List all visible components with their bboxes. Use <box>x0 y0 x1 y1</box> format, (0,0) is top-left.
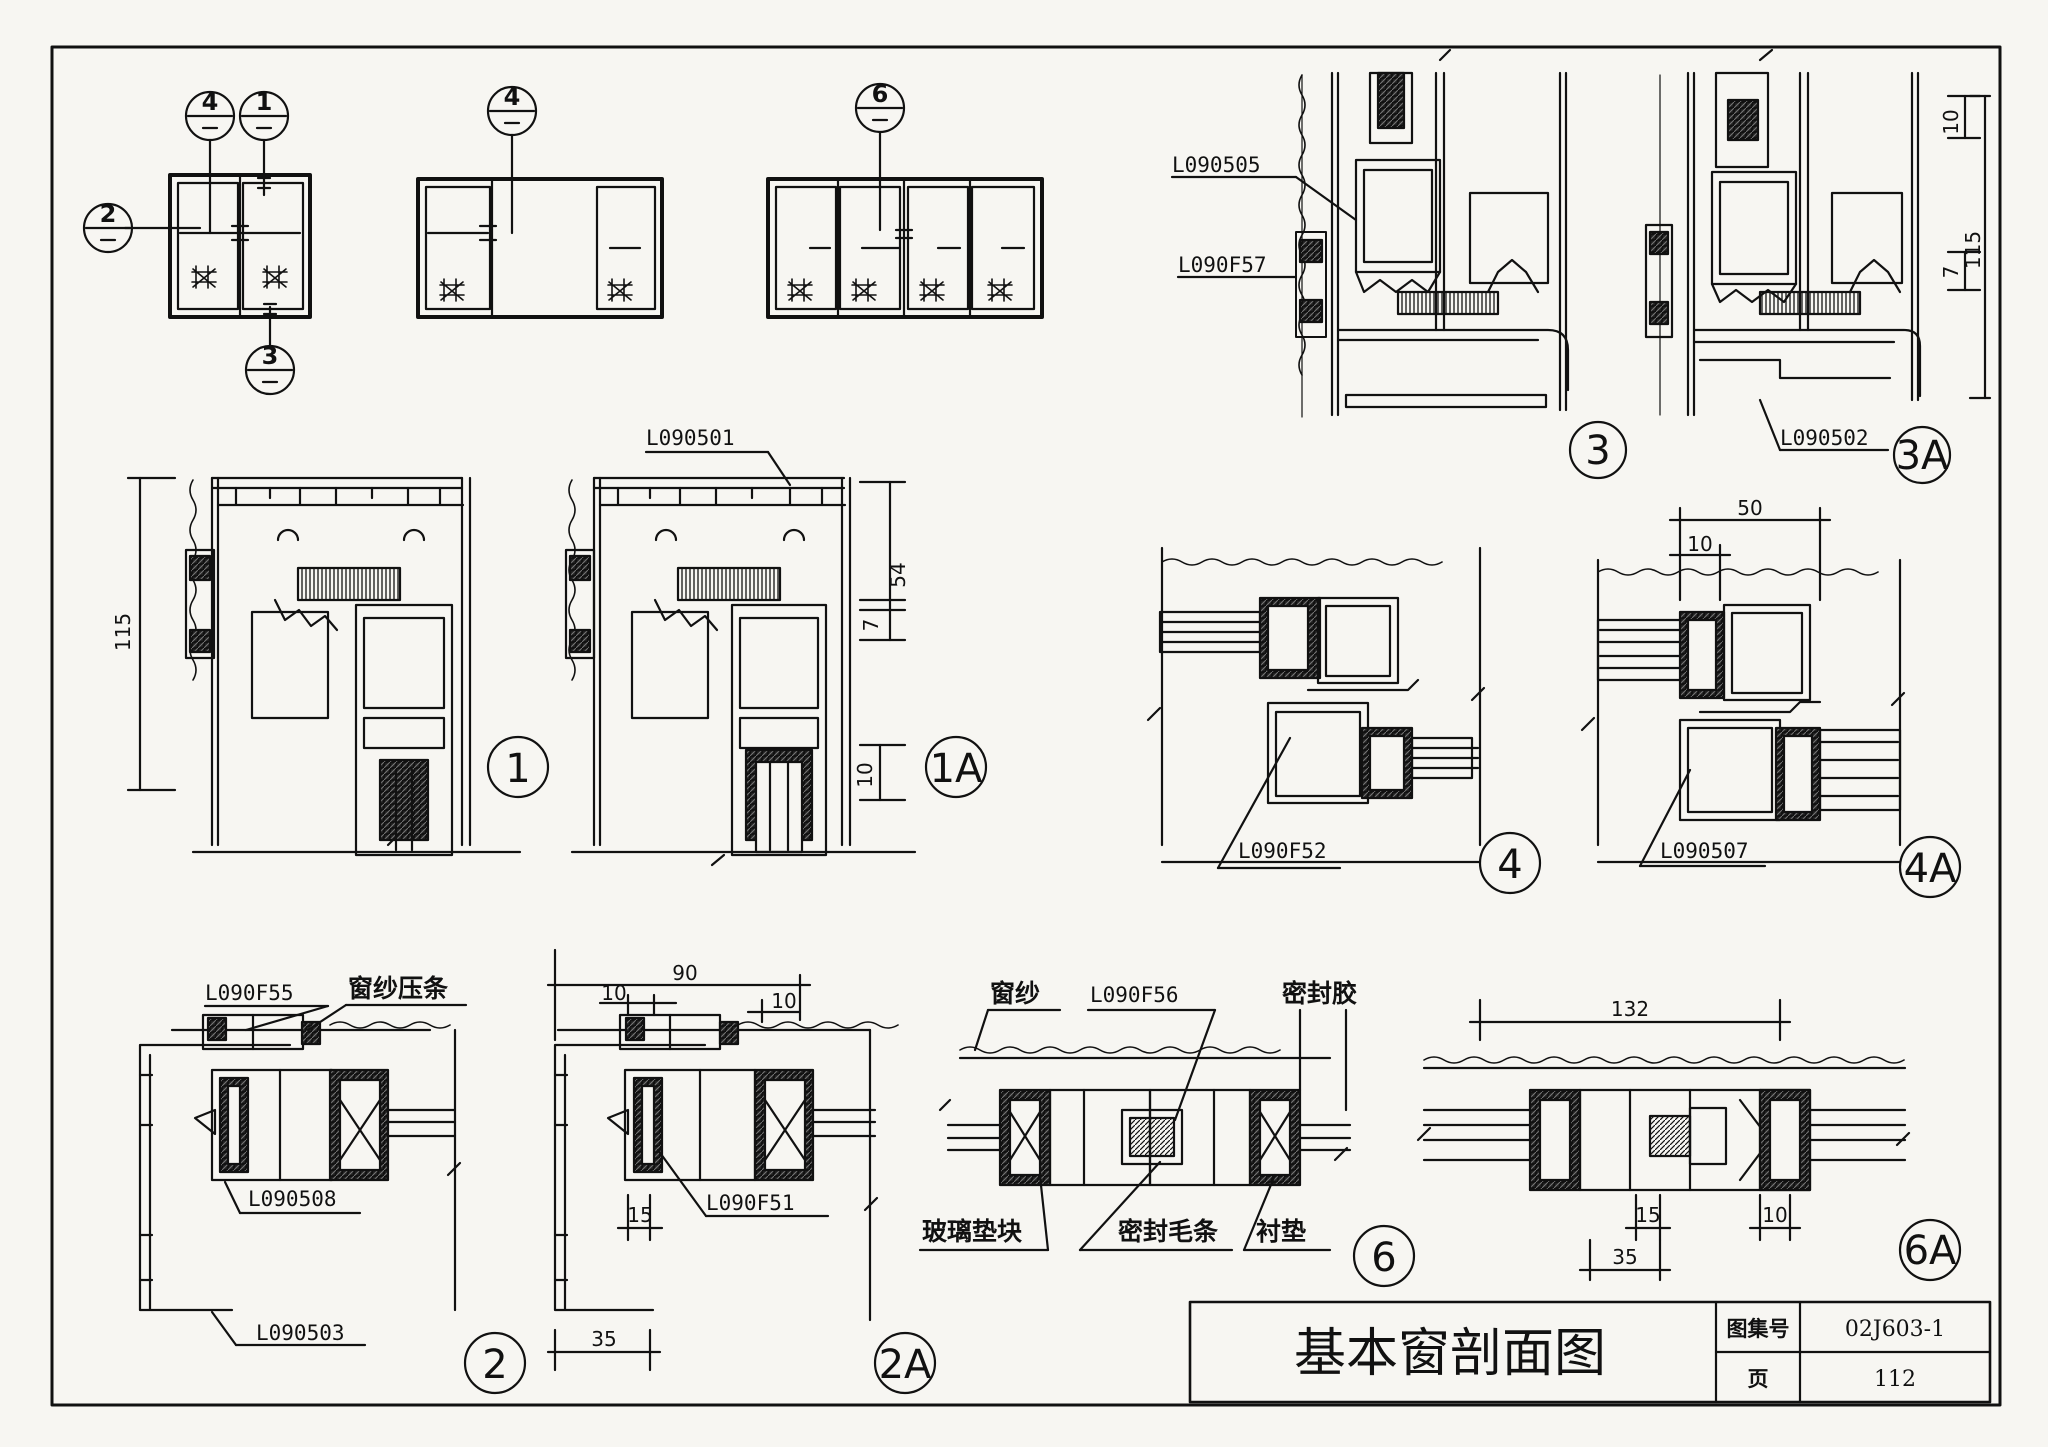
dim-10-6a: 10 <box>1762 1203 1787 1227</box>
svg-text:2A: 2A <box>879 1342 932 1388</box>
section-marker-4b: 4 <box>488 83 536 135</box>
elevation-c <box>768 132 1042 317</box>
section-label-4a: 4A <box>1900 837 1960 897</box>
section-label-3: 3 <box>1570 422 1626 478</box>
section-label-1a: 1A <box>926 737 986 797</box>
dim-10-2a-b: 10 <box>771 989 796 1013</box>
label-glass-block: 玻璃垫块 <box>922 1217 1022 1246</box>
section-6a-detail <box>1418 1000 1909 1280</box>
label-sealant: 密封胶 <box>1282 979 1357 1008</box>
dim-7-1a: 7 <box>859 619 883 632</box>
svg-text:4: 4 <box>504 83 521 111</box>
svg-text:1: 1 <box>256 88 273 116</box>
section-6-detail <box>940 1047 1350 1185</box>
dim-50-4a: 50 <box>1737 496 1762 520</box>
svg-text:6: 6 <box>1371 1235 1396 1281</box>
section-label-2: 2 <box>465 1333 525 1393</box>
dim-15-2a: 15 <box>627 1203 652 1227</box>
dim-35-2a: 35 <box>591 1327 616 1351</box>
drawing-title: 基本窗剖面图 <box>1294 1324 1606 1384</box>
svg-text:1: 1 <box>505 746 530 792</box>
dim-10-1a: 10 <box>853 762 877 787</box>
elevation-a <box>125 140 310 345</box>
section-1a-detail <box>566 478 915 865</box>
section-label-6a: 6A <box>1900 1220 1960 1280</box>
svg-text:6: 6 <box>872 80 889 108</box>
label-brush-strip: 密封毛条 <box>1118 1217 1219 1246</box>
dim-115-3a: 115 <box>1961 231 1985 269</box>
title-block <box>1190 1302 1990 1402</box>
page-number: 112 <box>1874 1367 1916 1392</box>
dim-10-3a: 10 <box>1939 109 1963 134</box>
section-marker-6: 6 <box>856 80 904 132</box>
label-l090f55: L090F55 <box>205 981 294 1005</box>
svg-text:4: 4 <box>1497 842 1522 888</box>
section-2a-detail <box>548 950 898 1370</box>
dim-90-2a: 90 <box>672 961 697 985</box>
label-screen: 窗纱 <box>990 979 1040 1008</box>
label-l090502: L090502 <box>1780 426 1869 450</box>
elevation-b <box>418 135 662 317</box>
label-l090507: L090507 <box>1660 839 1749 863</box>
section-label-2a: 2A <box>875 1333 935 1393</box>
svg-text:4: 4 <box>202 88 219 116</box>
atlas-number-label: 图集号 <box>1727 1317 1790 1341</box>
label-liner: 衬垫 <box>1256 1217 1306 1246</box>
svg-text:1A: 1A <box>930 746 983 792</box>
section-marker-3: 3 <box>246 342 294 394</box>
svg-text:6A: 6A <box>1904 1228 1957 1274</box>
section-label-6: 6 <box>1354 1226 1414 1286</box>
dim-10-4a: 10 <box>1687 532 1712 556</box>
label-l090508: L090508 <box>248 1187 337 1211</box>
dim-7-3a: 7 <box>1939 266 1963 279</box>
section-marker-4a: 4 <box>186 88 234 140</box>
label-l090503: L090503 <box>256 1321 345 1345</box>
label-l090f51: L090F51 <box>706 1191 795 1215</box>
section-marker-2: 2 <box>84 200 132 252</box>
sheet-border <box>52 47 2000 1405</box>
section-3a-detail <box>1646 50 1990 415</box>
svg-text:2: 2 <box>100 200 117 228</box>
label-l090f52: L090F52 <box>1238 839 1327 863</box>
page-label: 页 <box>1748 1367 1769 1391</box>
label-l090f56: L090F56 <box>1090 983 1179 1007</box>
label-l090505: L090505 <box>1172 153 1261 177</box>
dim-54-1a: 54 <box>886 562 910 587</box>
svg-text:3: 3 <box>262 342 279 370</box>
section-label-4: 4 <box>1480 833 1540 893</box>
dim-10-2a-a: 10 <box>601 981 626 1005</box>
section-4a-detail <box>1582 508 1904 862</box>
section-3-detail <box>1296 50 1568 417</box>
section-2-detail <box>140 1015 460 1310</box>
svg-text:3: 3 <box>1585 428 1610 474</box>
section-label-3a: 3A <box>1894 427 1950 483</box>
label-screen-bead: 窗纱压条 <box>348 974 449 1003</box>
svg-text:2: 2 <box>482 1342 507 1388</box>
svg-text:3A: 3A <box>1896 433 1949 479</box>
dim-35-6a: 35 <box>1612 1245 1637 1269</box>
svg-text:4A: 4A <box>1904 846 1957 892</box>
dim-132-6a: 132 <box>1611 997 1649 1021</box>
dim-15-6a: 15 <box>1635 1203 1660 1227</box>
dim-115-1: 115 <box>111 613 135 651</box>
label-l090f57: L090F57 <box>1178 253 1267 277</box>
section-label-1: 1 <box>488 737 548 797</box>
section-1-detail <box>128 478 520 855</box>
atlas-number: 02J603-1 <box>1845 1317 1945 1342</box>
label-l090501: L090501 <box>646 426 735 450</box>
section-4-detail <box>1148 548 1484 862</box>
section-marker-1: 1 <box>240 88 288 140</box>
